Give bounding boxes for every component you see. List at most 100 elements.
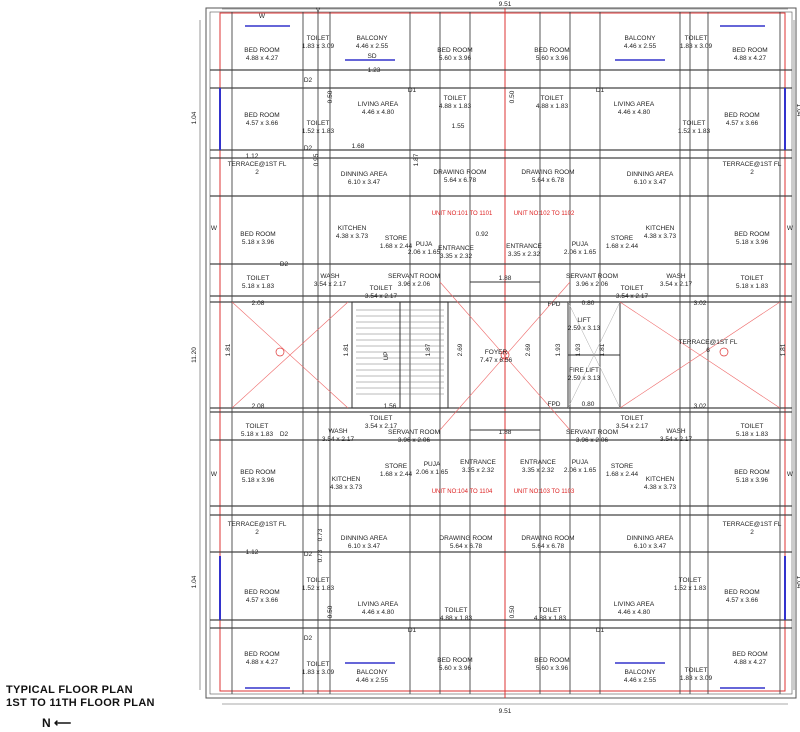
room-name: TOILET: [307, 577, 330, 584]
room-dimension: 5.18 x 1.83: [242, 283, 275, 290]
measure-label: 1.23: [368, 67, 381, 74]
room-name: SERVANT ROOM: [566, 429, 618, 436]
measure-label: 0.50: [509, 90, 516, 103]
room-name: BALCONY: [356, 669, 388, 676]
room-name: SERVANT ROOM: [388, 429, 440, 436]
room-dimension: 2: [750, 169, 754, 176]
room-dimension: 4.46 x 2.55: [624, 43, 657, 50]
room-name: BALCONY: [624, 669, 656, 676]
room-dimension: 5.64 x 6.78: [532, 177, 565, 184]
room-dimension: 5.18 x 1.83: [736, 283, 769, 290]
measure-label: 1.12: [246, 549, 259, 556]
plan-title-line1: TYPICAL FLOOR PLAN: [6, 684, 133, 696]
room-dimension: 2.06 x 1.65: [564, 467, 597, 474]
room-dimension: 6.10 x 3.47: [634, 543, 667, 550]
room-name: DRAWING ROOM: [439, 535, 492, 542]
room-name: STORE: [611, 235, 634, 242]
room-dimension: 5.60 x 3.96: [439, 55, 472, 62]
room-dimension: 3.54 x 2.17: [660, 436, 693, 443]
room-name: DINNING AREA: [627, 171, 674, 178]
room-name: SERVANT ROOM: [388, 273, 440, 280]
room-name: TOILET: [683, 120, 706, 127]
column-marker: [500, 350, 510, 360]
room-dimension: 5.64 x 6.78: [450, 543, 483, 550]
dim-left-total: 11.20: [191, 347, 198, 363]
room-name: STORE: [385, 463, 408, 470]
room-dimension: 4.88 x 1.83: [440, 615, 473, 622]
room-name: TOILET: [741, 423, 764, 430]
room-name: BED ROOM: [244, 47, 279, 54]
mark-label: D1: [596, 627, 605, 634]
room-dimension: 4.57 x 3.66: [726, 120, 759, 127]
measure-label: 0.80: [582, 300, 595, 307]
room-name: BED ROOM: [724, 112, 759, 119]
mark-label: D2: [304, 145, 313, 152]
room-name: BED ROOM: [240, 469, 275, 476]
room-name: TOILET: [685, 35, 708, 42]
room-name: DRAWING ROOM: [433, 169, 486, 176]
measure-label: 1.12: [246, 153, 259, 160]
outer-red-boundary: [219, 12, 786, 692]
room-name: BED ROOM: [244, 112, 279, 119]
room-dimension: 5.18 x 3.96: [736, 477, 769, 484]
room-dimension: 3.96 x 2.06: [576, 281, 609, 288]
room-dimension: 3.54 x 2.17: [314, 281, 347, 288]
room-dimension: 4.88 x 1.83: [534, 615, 567, 622]
mark-label: V: [316, 7, 321, 14]
room-name: LIVING AREA: [614, 601, 655, 608]
room-name: TOILET: [307, 120, 330, 127]
room-dimension: 3.35 x 2.32: [522, 467, 555, 474]
dim-left-top: 1.04: [191, 111, 198, 124]
room-name: PUJA: [424, 461, 441, 468]
room-name: BED ROOM: [732, 47, 767, 54]
room-dimension: 5.60 x 3.96: [439, 665, 472, 672]
room-name: KITCHEN: [646, 476, 675, 483]
room-dimension: 4.38 x 3.73: [644, 484, 677, 491]
room-dimension: 4.46 x 4.80: [362, 109, 395, 116]
mark-label: D2: [304, 77, 313, 84]
room-name: TOILET: [247, 275, 270, 282]
room-dimension: 4.57 x 3.66: [246, 120, 279, 127]
room-name: BED ROOM: [534, 47, 569, 54]
unit-label: UNIT NO:103 TO 1103: [514, 489, 575, 495]
room-name: TOILET: [621, 415, 644, 422]
measure-label: 1.81: [225, 343, 232, 356]
room-name: DINNING AREA: [341, 535, 388, 542]
room-dimension: 5.60 x 3.96: [536, 55, 569, 62]
mark-label: D1: [408, 627, 417, 634]
room-dimension: 1.68 x 2.44: [606, 471, 639, 478]
room-dimension: 4.88 x 4.27: [246, 55, 279, 62]
measure-label: 2.08: [252, 300, 265, 307]
room-name: TERRACE@1ST FL: [723, 521, 782, 528]
room-dimension: 3.96 x 2.06: [398, 437, 431, 444]
room-name: TOILET: [307, 661, 330, 668]
room-name: PUJA: [572, 459, 589, 466]
measure-label: 0.80: [582, 401, 595, 408]
room-dimension: 2: [255, 529, 259, 536]
room-dimension: 3.54 x 2.17: [365, 423, 398, 430]
room-name: TOILET: [445, 607, 468, 614]
room-dimension: 1.52 x 1.83: [302, 128, 335, 135]
room-name: TERRACE@1ST FL: [723, 161, 782, 168]
measure-label: 1.87: [425, 343, 432, 356]
room-name: FIRE LIFT: [569, 367, 599, 374]
dim-bottom-label: 9.51: [499, 708, 512, 715]
room-name: BED ROOM: [724, 589, 759, 596]
room-dimension: 6.10 x 3.47: [634, 179, 667, 186]
room-dimension: 4.46 x 4.80: [618, 109, 651, 116]
room-name: LIFT: [577, 317, 590, 324]
room-dimension: 4.46 x 2.55: [356, 677, 389, 684]
room-name: KITCHEN: [338, 225, 367, 232]
measure-label: 2.69: [525, 343, 532, 356]
room-dimension: 4.88 x 4.27: [734, 55, 767, 62]
room-name: BED ROOM: [244, 651, 279, 658]
plan-title-line2: 1ST TO 11TH FLOOR PLAN: [6, 697, 155, 709]
room-dimension: 5.18 x 1.83: [736, 431, 769, 438]
room-name: TOILET: [621, 285, 644, 292]
room-dimension: 7.47 x 6.56: [480, 357, 513, 364]
mark-label: W: [787, 225, 794, 232]
room-dimension: 4.38 x 3.73: [644, 233, 677, 240]
unit-label: UNIT NO:104 TO 1104: [432, 489, 493, 495]
room-dimension: 2.06 x 1.65: [416, 469, 449, 476]
